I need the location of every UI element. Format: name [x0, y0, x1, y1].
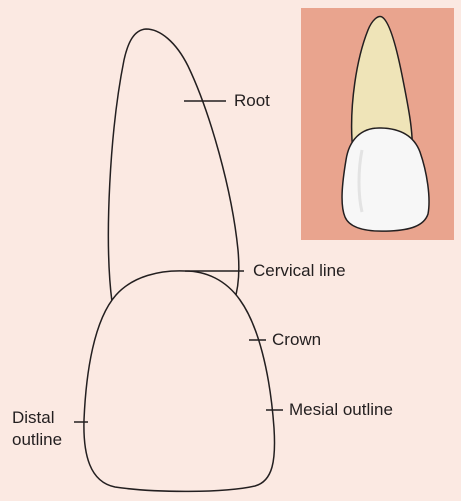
distal-outline-label-line1: Distal	[12, 407, 62, 429]
mesial-outline-label: Mesial outline	[289, 400, 393, 420]
inset-crown	[342, 128, 429, 231]
distal-outline-label: Distal outline	[12, 407, 62, 451]
cervical-line-label: Cervical line	[253, 261, 346, 281]
crown-label: Crown	[272, 330, 321, 350]
root-label: Root	[234, 91, 270, 111]
root-outline	[108, 29, 238, 302]
inset-tooth-illustration	[301, 8, 454, 240]
crown-outline	[84, 271, 275, 491]
distal-outline-label-line2: outline	[12, 429, 62, 451]
